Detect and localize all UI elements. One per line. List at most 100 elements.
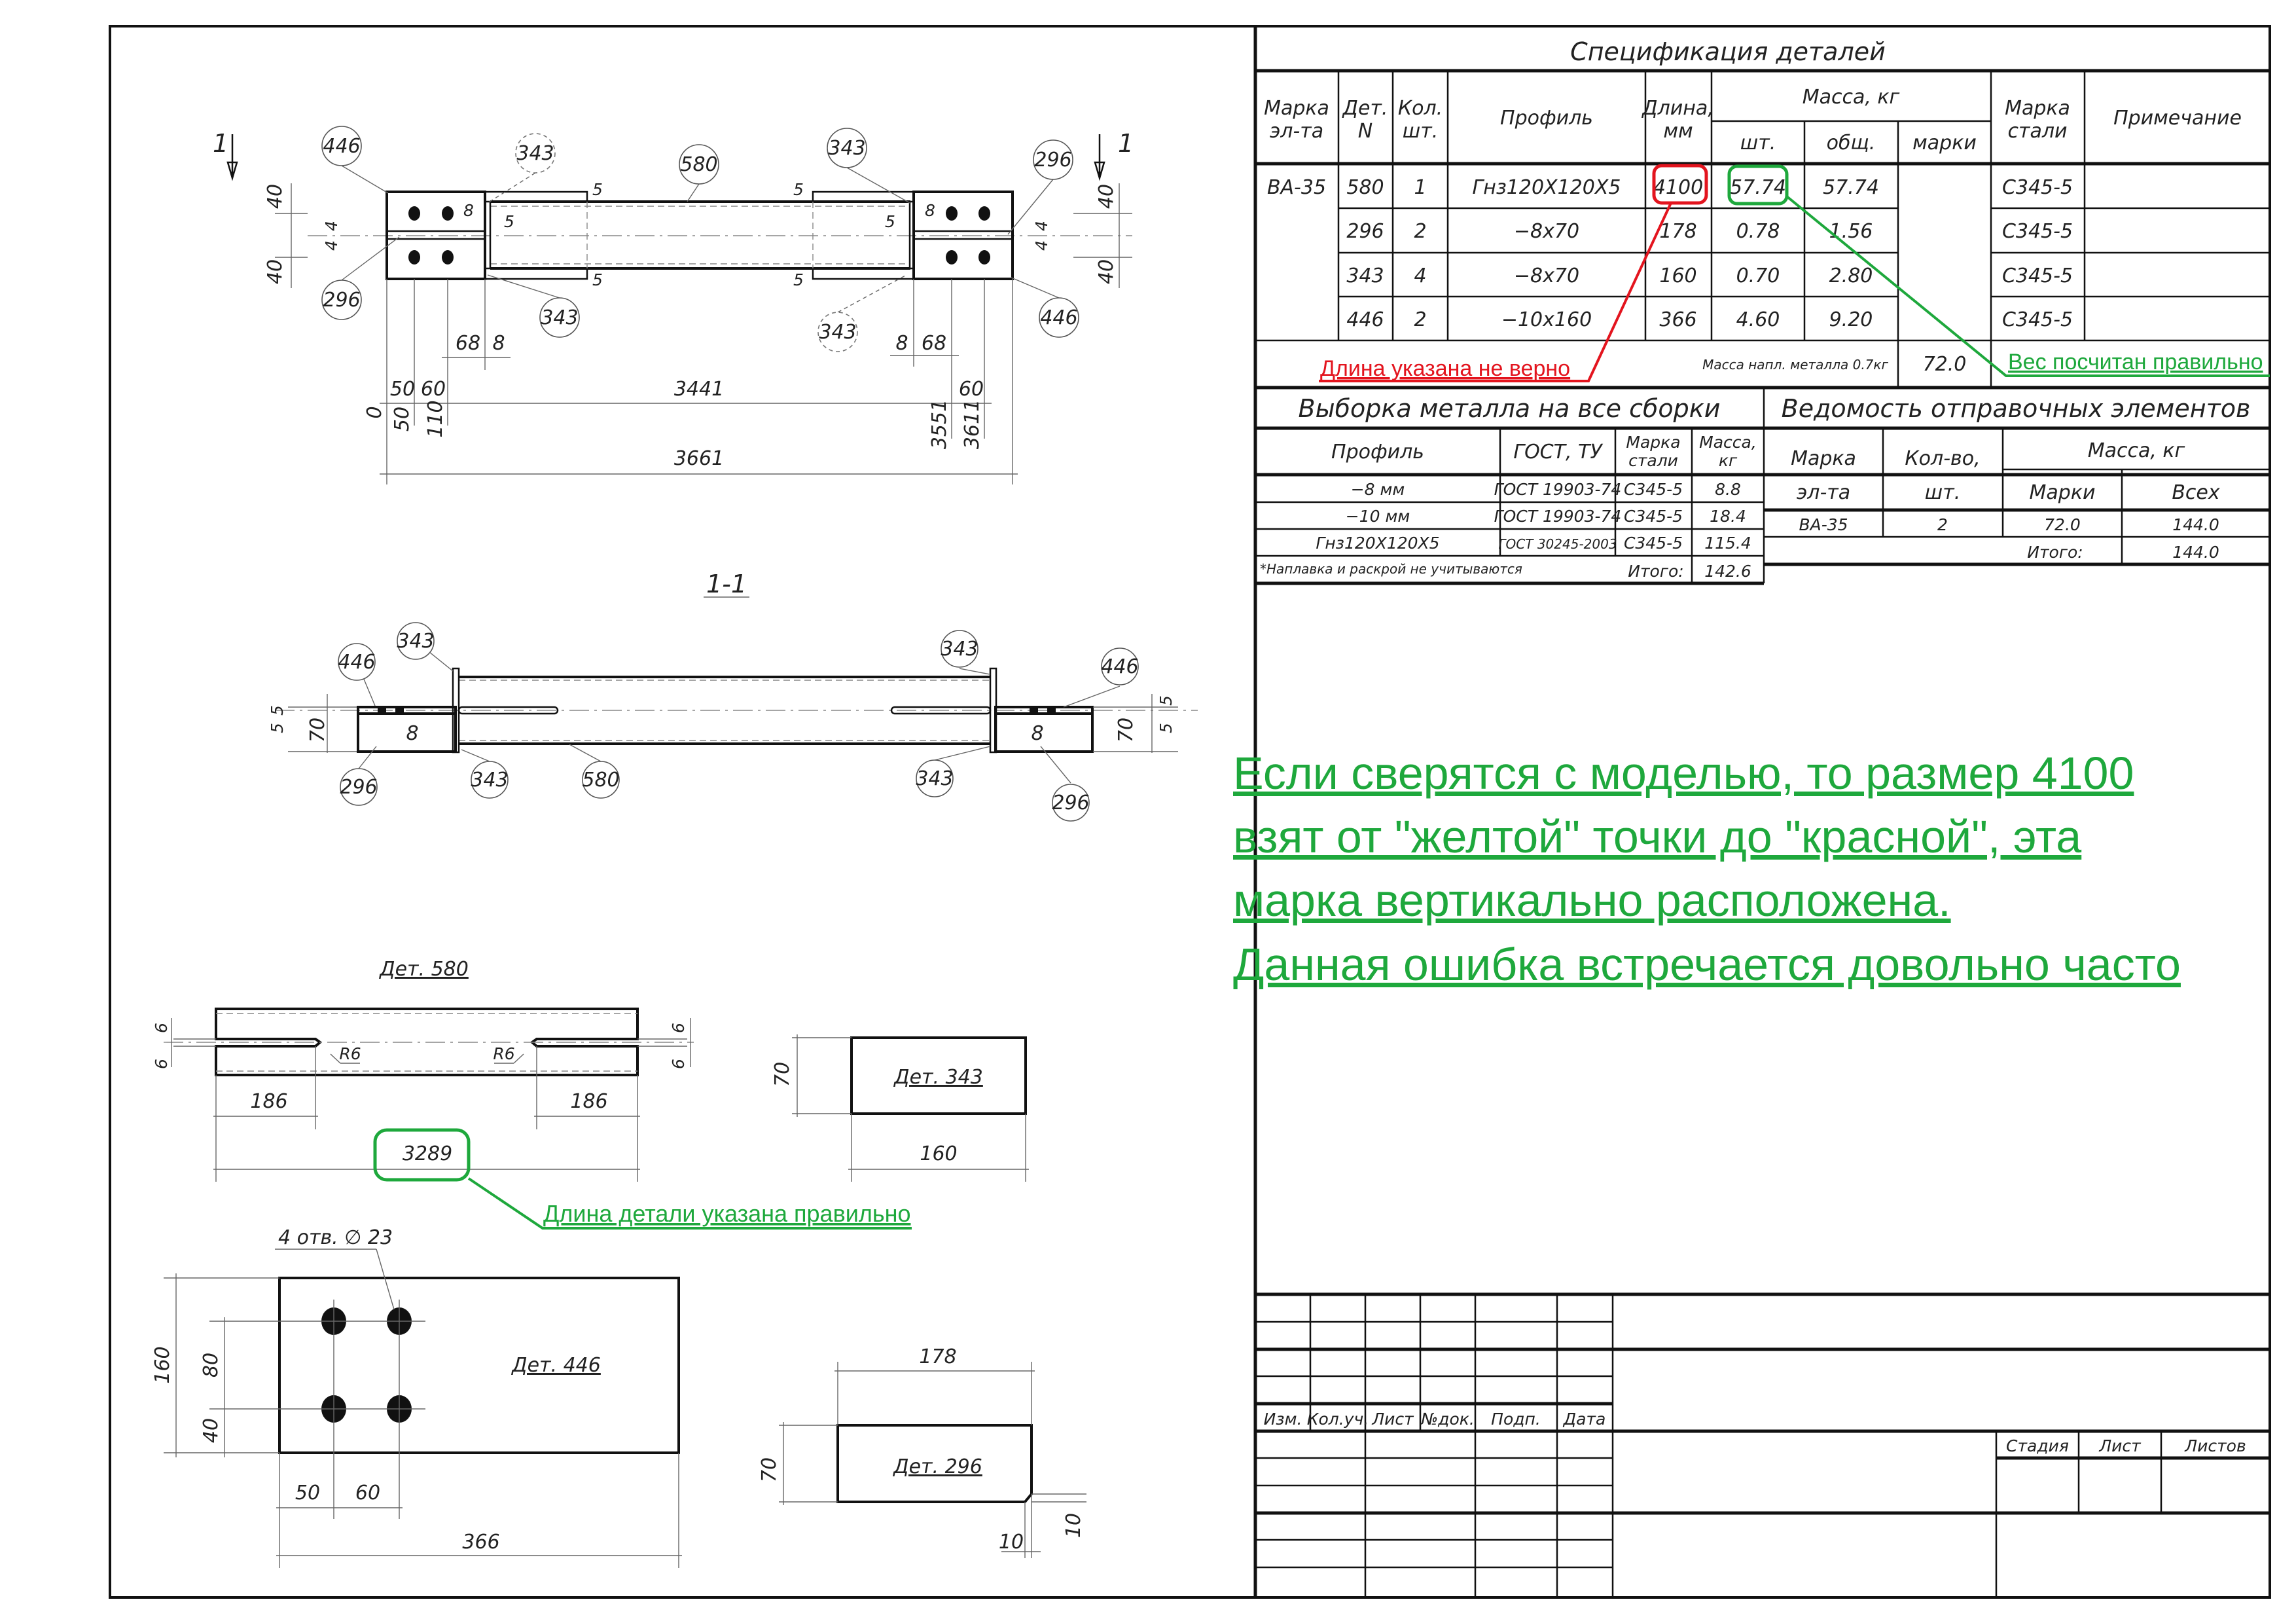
tb-hdr-data: Дата: [1563, 1410, 1606, 1429]
svg-text:5: 5: [1157, 695, 1175, 706]
ship-hdr-mass-mark: Марки: [2030, 481, 2096, 504]
svg-text:2: 2: [1937, 515, 1948, 534]
shipping-table: Ведомость отправочных элементов Марка эл…: [1764, 394, 2270, 566]
position-bubble: 580: [582, 761, 620, 799]
svg-text:4.60: 4.60: [1736, 308, 1780, 331]
svg-text:8: 8: [492, 332, 505, 355]
weight-correct-label: Вес посчитан правильно: [2008, 350, 2263, 374]
position-bubble: 343: [827, 128, 867, 168]
svg-text:446: 446: [323, 135, 360, 158]
position-bubble: 343: [941, 630, 978, 668]
svg-text:60: 60: [959, 378, 984, 401]
svg-text:343: 343: [941, 638, 978, 661]
svg-text:6: 6: [669, 1023, 688, 1033]
hdr-mark: Марка: [1264, 97, 1329, 120]
svg-text:57.74: 57.74: [1730, 176, 1786, 199]
tb-hdr-podp: Подп.: [1491, 1410, 1541, 1429]
svg-text:2: 2: [1414, 308, 1426, 331]
svg-text:−8х70: −8х70: [1514, 220, 1579, 243]
svg-text:40: 40: [1095, 184, 1118, 209]
svg-text:0.78: 0.78: [1736, 220, 1780, 243]
svg-text:С345-5: С345-5: [1624, 480, 1683, 499]
ship-hdr-qty-2: шт.: [1925, 481, 1960, 504]
det296-title: Дет. 296: [892, 1455, 982, 1478]
svg-text:−8х70: −8х70: [1514, 264, 1579, 287]
svg-text:8: 8: [895, 332, 908, 355]
ship-hdr-mark-2: эл-та: [1797, 481, 1850, 504]
svg-text:3551: 3551: [928, 399, 951, 449]
svg-text:343: 343: [828, 137, 865, 160]
svg-text:С345-5: С345-5: [2002, 264, 2073, 287]
svg-text:70: 70: [1115, 718, 1138, 742]
ship-hdr-mass-all: Всех: [2172, 481, 2220, 504]
part-length-annotation: Длина детали указана правильно: [373, 1128, 912, 1230]
svg-text:186: 186: [250, 1090, 287, 1113]
hdr-steel-2: стали: [2007, 120, 2067, 143]
spec-title: Спецификация деталей: [1570, 37, 1886, 66]
sel-total-label: Итого:: [1628, 562, 1683, 581]
tb-hdr-ndok: №док.: [1420, 1410, 1475, 1429]
tb-sheet: Лист: [2098, 1436, 2142, 1455]
hdr-mark-2: эл-та: [1270, 120, 1323, 143]
comment-line: Данная ошибка встречается довольно часто: [1233, 939, 2181, 990]
svg-text:Гнз120Х120Х5: Гнз120Х120Х5: [1316, 534, 1439, 553]
svg-text:178: 178: [1659, 220, 1696, 243]
svg-text:8: 8: [406, 722, 418, 745]
svg-text:8: 8: [925, 201, 935, 220]
top-view: 1 1 446 343 580 343 296 296 343 343 446 …: [213, 126, 1134, 484]
svg-text:40: 40: [1095, 259, 1118, 284]
svg-text:1: 1: [1414, 176, 1426, 199]
hdr-mass-pc: шт.: [1740, 132, 1776, 155]
svg-text:8.8: 8.8: [1715, 480, 1741, 499]
hdr-qty-2: шт.: [1403, 120, 1438, 143]
svg-text:178: 178: [919, 1345, 956, 1368]
svg-text:115.4: 115.4: [1704, 534, 1751, 553]
hdr-qty: Кол.: [1398, 97, 1443, 120]
bolt-holes: [408, 206, 990, 264]
spec-table: Спецификация деталей Марка эл-та Дет. N …: [1253, 26, 2270, 1597]
svg-text:160: 160: [151, 1346, 174, 1383]
svg-text:R6: R6: [493, 1044, 514, 1063]
detail-343: Дет. 343 160 70: [771, 1034, 1029, 1182]
position-bubble: 446: [1101, 647, 1139, 685]
svg-text:40: 40: [264, 184, 287, 209]
svg-text:50: 50: [390, 378, 415, 401]
svg-text:60: 60: [355, 1482, 380, 1504]
sel-note: *Наплавка и раскрой не учитываются: [1260, 561, 1522, 577]
svg-text:0.70: 0.70: [1736, 264, 1780, 287]
svg-text:3611: 3611: [961, 399, 984, 449]
ship-total-label: Итого:: [2027, 543, 2083, 562]
weight-ok-annotation: Вес посчитан правильно: [1727, 164, 2270, 377]
hdr-steel: Марка: [2005, 97, 2070, 120]
selection-title: Выборка металла на все сборки: [1299, 394, 1721, 423]
position-bubble: 446: [338, 643, 376, 681]
svg-text:5: 5: [592, 270, 603, 289]
comment-line: взят от "желтой" точки до "красной", эта: [1233, 811, 2081, 862]
svg-text:57.74: 57.74: [1823, 176, 1879, 199]
svg-text:50: 50: [295, 1482, 320, 1504]
svg-text:72.0: 72.0: [2044, 515, 2081, 534]
svg-text:5: 5: [268, 723, 287, 733]
svg-text:580: 580: [680, 153, 717, 176]
svg-text:343: 343: [397, 630, 434, 653]
svg-text:Гнз120Х120Х5: Гнз120Х120Х5: [1473, 176, 1621, 199]
hdr-length-2: мм: [1663, 120, 1693, 143]
svg-text:366: 366: [1659, 308, 1696, 331]
svg-text:144.0: 144.0: [2172, 515, 2219, 534]
hdr-profile: Профиль: [1500, 107, 1593, 130]
svg-text:5: 5: [592, 180, 603, 199]
svg-text:6: 6: [669, 1059, 688, 1069]
svg-text:4: 4: [1032, 240, 1051, 251]
svg-text:4: 4: [1414, 264, 1426, 287]
svg-text:40: 40: [264, 259, 287, 284]
svg-text:68: 68: [922, 332, 946, 355]
svg-text:446: 446: [1346, 308, 1384, 331]
selection-table: Выборка металла на все сборки Профиль ГО…: [1255, 388, 2270, 585]
svg-text:343: 343: [516, 142, 554, 165]
